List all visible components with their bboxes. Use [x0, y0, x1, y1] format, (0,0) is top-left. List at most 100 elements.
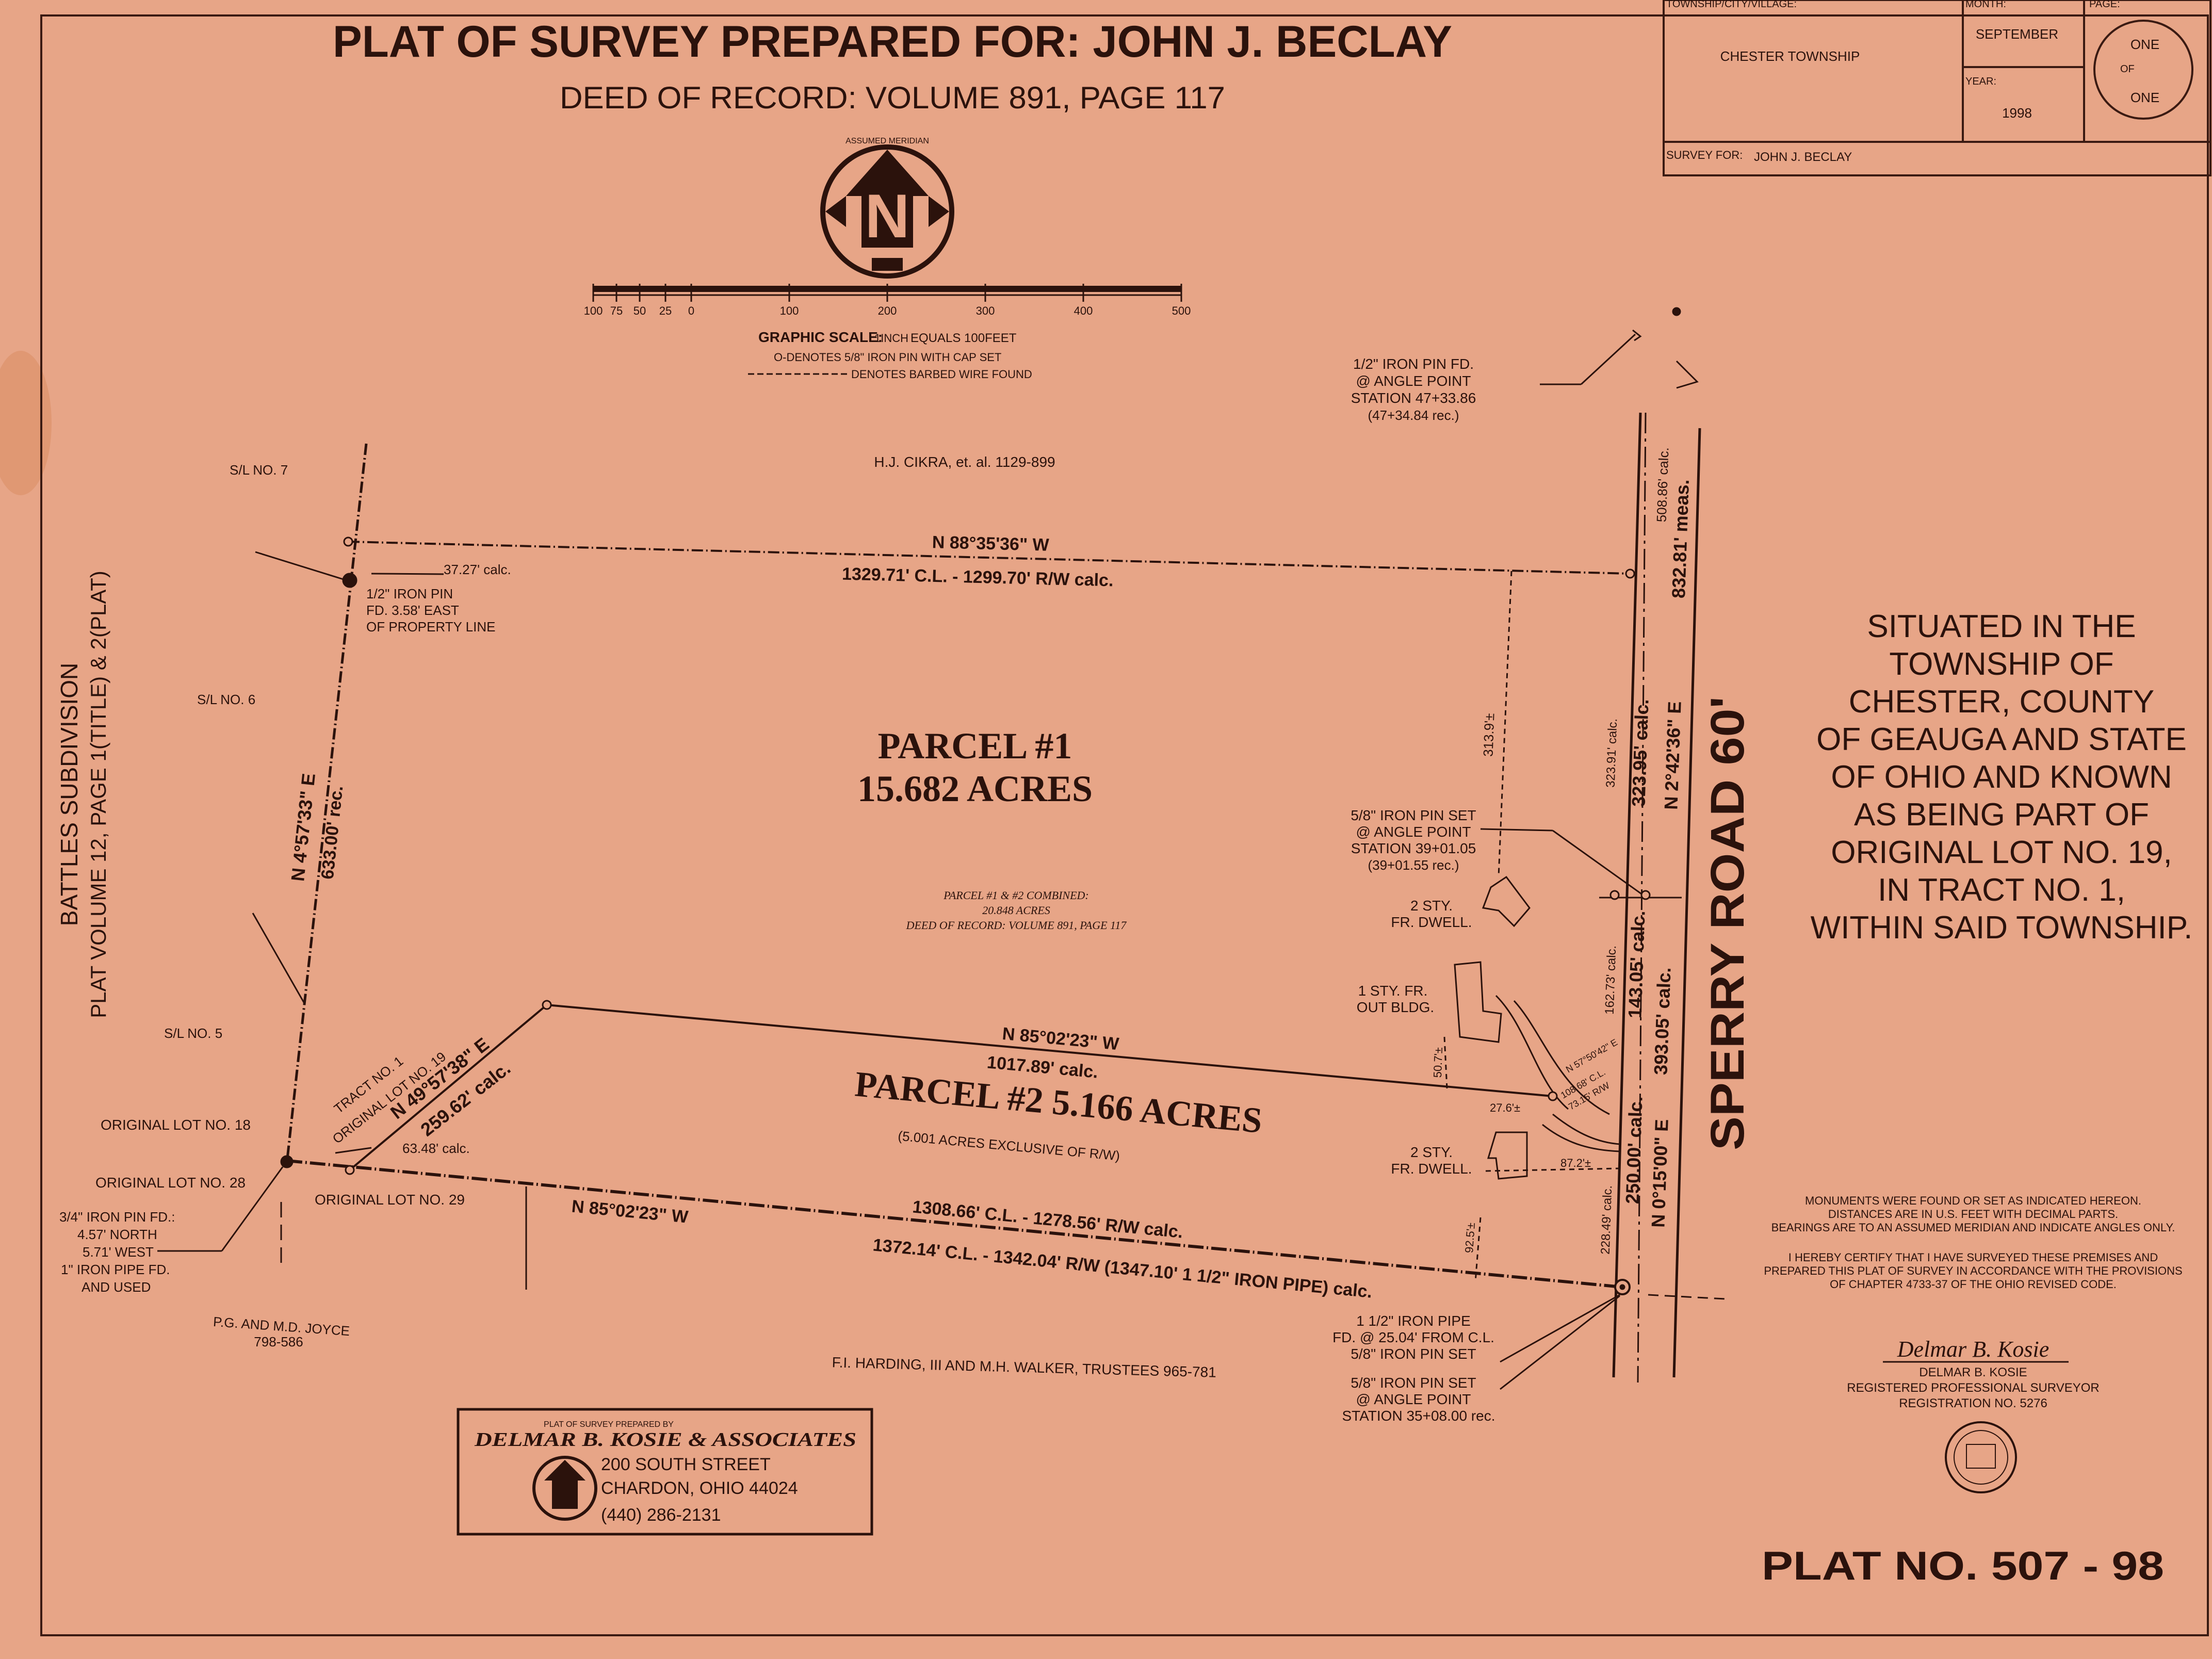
firm-logo-icon — [532, 1456, 597, 1521]
situated-line: AS BEING PART OF — [1854, 797, 2149, 833]
situated-line: IN TRACT NO. 1, — [1878, 872, 2125, 908]
surveyor-title: REGISTERED PROFESSIONAL SURVEYOR — [1847, 1381, 2099, 1395]
adjoiner-cikra: H.J. CIKRA, et. al. 1129-899 — [874, 454, 1055, 470]
dist-313-9: 313.9'± — [1481, 713, 1498, 757]
firm-street: 200 SOUTH STREET — [601, 1455, 771, 1474]
plat-title: PLAT OF SURVEY PREPARED FOR: JOHN J. BEC… — [333, 17, 1452, 67]
west-pin-note-3: OF PROPERTY LINE — [366, 619, 495, 635]
north-letter: N — [865, 182, 910, 251]
scale-tick: 50 — [633, 304, 646, 317]
certify-line: I HEREBY CERTIFY THAT I HAVE SURVEYED TH… — [1788, 1251, 2158, 1264]
legend-barbed-wire: DENOTES BARBED WIRE FOUND — [851, 368, 1032, 381]
situated-line: WITHIN SAID TOWNSHIP. — [1811, 910, 2193, 946]
firm-city: CHARDON, OHIO 44024 — [601, 1478, 798, 1498]
surveyor-signature: Delmar B. Kosie — [1897, 1337, 2050, 1362]
battles-subdivision: BATTLES SUBDIVISION — [56, 663, 83, 926]
north-line-bearing: N 88°35'36" W — [932, 532, 1050, 555]
scale-tick: 75 — [610, 304, 623, 317]
scale-tick: 100 — [780, 304, 799, 317]
parcel-2-exclusive: (5.001 ACRES EXCLUSIVE OF R/W) — [897, 1128, 1120, 1164]
se-pin-note-2: @ ANGLE POINT — [1356, 1391, 1471, 1407]
west-line-distance: 633.00' rec. — [318, 785, 347, 880]
survey-for-label: SURVEY FOR: — [1666, 149, 1743, 161]
legend-iron-pin: O-DENOTES 5/8" IRON PIN WITH CAP SET — [774, 351, 1001, 364]
situated-line: OF GEAUGA AND STATE — [1816, 722, 2187, 757]
parcel-1-title: PARCEL #1 — [878, 725, 1072, 767]
graphic-scale-label: GRAPHIC SCALE: — [758, 329, 883, 345]
se-pipe-note-1: 1 1/2" IRON PIPE — [1356, 1313, 1471, 1329]
combined-note-1: PARCEL #1 & #2 COMBINED: — [943, 889, 1089, 902]
dist-323-95: 323.95' calc. — [1628, 699, 1652, 807]
dist-27-6: 27.6'± — [1490, 1101, 1520, 1114]
note-line: DISTANCES ARE IN U.S. FEET WITH DECIMAL … — [1828, 1208, 2118, 1221]
calc-63-48: 63.48' calc. — [402, 1141, 470, 1156]
situated-line: CHESTER, COUNTY — [1849, 684, 2154, 720]
scale-tick: 25 — [659, 304, 672, 317]
firm-phone: (440) 286-2131 — [601, 1505, 721, 1525]
small-bearing: N 57°50'42" E — [1564, 1037, 1619, 1075]
situated-description: SITUATED IN THE TOWNSHIP OF CHESTER, COU… — [1811, 609, 2193, 946]
survey-for-value: JOHN J. BECLAY — [1754, 150, 1852, 164]
original-lot-28: ORIGINAL LOT NO. 28 — [95, 1175, 246, 1191]
mid-pin-note-3: STATION 39+01.05 — [1351, 840, 1476, 856]
firm-box — [457, 1408, 873, 1536]
sw-pin-note-3: 5.71' WEST — [83, 1244, 154, 1260]
west-pin-note-2: FD. 3.58' EAST — [366, 603, 459, 618]
mid-pin-note-4: (39+01.55 rec.) — [1368, 857, 1459, 873]
surveyor-registration: REGISTRATION NO. 5276 — [1899, 1396, 2047, 1410]
situated-line: SITUATED IN THE — [1867, 609, 2136, 644]
surveyor-name: DELMAR B. KOSIE — [1919, 1365, 2027, 1379]
month-value: SEPTEMBER — [1976, 26, 2058, 42]
mid-line-bearing: N 85°02'23" W — [1001, 1024, 1120, 1054]
west-line-bearing: N 4°57'33" E — [287, 772, 319, 882]
monument-markers — [280, 307, 1681, 1295]
page-label: PAGE: — [2089, 0, 2120, 10]
scale-tick: 500 — [1172, 304, 1191, 317]
sw-pin-note-2: 4.57' NORTH — [77, 1227, 157, 1242]
sublot-6: S/L NO. 6 — [197, 692, 255, 707]
scale-tick: 0 — [688, 304, 694, 317]
assumed-meridian-label: ASSUMED MERIDIAN — [845, 137, 929, 145]
battles-plat-volume: PLAT VOLUME 12, PAGE 1(TITLE) & 2(PLAT) — [86, 571, 110, 1018]
firm-name: DELMAR B. KOSIE & ASSOCIATES — [474, 1429, 856, 1451]
scale-tick: 300 — [976, 304, 995, 317]
parcel-1-acres: 15.682 ACRES — [857, 768, 1093, 809]
sw-pin-note-4: 1" IRON PIPE FD. — [61, 1262, 170, 1277]
scale-inch: 1INCH — [874, 332, 908, 345]
out-building-1: 1 STY. FR. — [1358, 983, 1428, 999]
original-lot-29: ORIGINAL LOT NO. 29 — [315, 1192, 465, 1208]
title-block — [1663, 0, 2211, 176]
ne-pin-note-4: (47+34.84 rec.) — [1368, 408, 1459, 423]
year-label: YEAR: — [1965, 76, 1996, 87]
south-line-distance-1: 1308.66' C.L. - 1278.56' R/W calc. — [912, 1197, 1184, 1242]
sublot-7: S/L NO. 7 — [230, 462, 288, 478]
firm-prepared-by: PLAT OF SURVEY PREPARED BY — [544, 1420, 674, 1429]
sw-pin-note-5: AND USED — [82, 1279, 151, 1295]
north-line-distance: 1329.71' C.L. - 1299.70' R/W calc. — [842, 564, 1114, 591]
dwelling-1-stories: 2 STY. — [1410, 898, 1453, 914]
north-arrow-icon: ASSUMED MERIDIAN N — [820, 137, 954, 279]
dist-87-2: 87.2'± — [1560, 1157, 1591, 1169]
scale-tick: 100 — [584, 304, 603, 317]
dist-143-05: 143.05' calc. — [1624, 910, 1649, 1019]
bearing-2-42-36: N 2°42'36" E — [1660, 701, 1685, 810]
dist-393-05: 393.05' calc. — [1650, 967, 1674, 1076]
month-label: MONTH: — [1965, 0, 2006, 10]
dwelling-2-stories: 2 STY. — [1410, 1144, 1453, 1160]
sw-pin-note-1: 3/4" IRON PIN FD.: — [59, 1209, 175, 1225]
dwelling-2-type: FR. DWELL. — [1391, 1161, 1472, 1177]
calc-37-27: 37.27' calc. — [444, 562, 511, 577]
scale-equals: EQUALS 100FEET — [910, 331, 1017, 345]
se-pin-note-1: 5/8" IRON PIN SET — [1351, 1375, 1476, 1391]
pages-value: ONE — [2130, 90, 2159, 105]
year-value: 1998 — [2002, 105, 2032, 121]
out-building-2: OUT BLDG. — [1357, 999, 1434, 1015]
page-value: ONE — [2130, 37, 2159, 52]
se-pipe-note-3: 5/8" IRON PIN SET — [1351, 1346, 1476, 1362]
adjoiner-joyce-record: 798-586 — [254, 1334, 303, 1349]
certify-line: PREPARED THIS PLAT OF SURVEY IN ACCORDAN… — [1764, 1264, 2182, 1277]
sheet-border — [40, 14, 2209, 1636]
adjoiner-harding: F.I. HARDING, III AND M.H. WALKER, TRUST… — [832, 1354, 1216, 1380]
south-line-bearing: N 85°02'23" W — [571, 1196, 689, 1227]
